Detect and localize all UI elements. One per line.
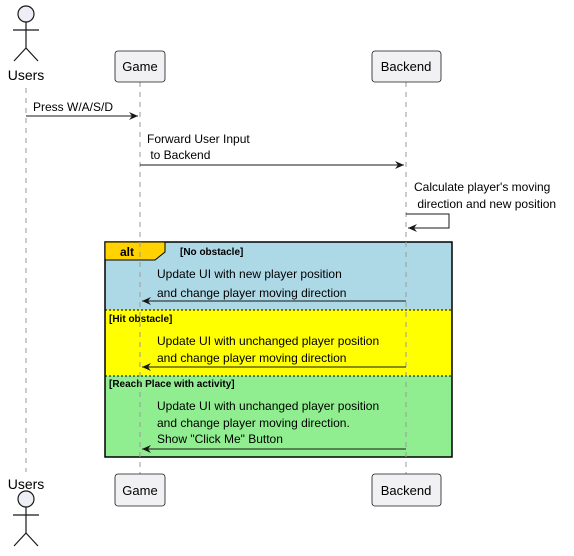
actor-users-top: Users [8,5,45,83]
message-calculate-line2: direction and new position [414,197,556,211]
alt-label-tab [104,241,166,261]
message-reach-place-line2: and change player moving direction. [157,416,350,430]
message-hit-obstacle-line1: Update UI with unchanged player position [157,334,379,348]
message-no-obstacle-line2: and change player moving direction [157,286,346,300]
alt-section-hit-obstacle [105,310,452,376]
message-forward-input: Forward User Input to Backend [140,132,404,169]
participant-game-label-bottom: Game [122,483,157,498]
alt-guard-no-obstacle: [No obstacle] [180,247,243,258]
alt-section-reach-place [105,376,452,457]
message-hit-obstacle-line2: and change player moving direction [157,351,346,365]
actor-users-label-top: Users [8,67,45,83]
alt-guard-reach-place: [Reach Place with activity] [109,379,235,390]
participant-backend-label-bottom: Backend [381,483,432,498]
alt-guard-hit-obstacle: [Hit obstacle] [109,314,172,325]
message-no-obstacle: Update UI with new player position and c… [142,267,406,305]
message-press-keys-label: Press W/A/S/D [33,100,113,114]
message-forward-input-line1: Forward User Input [147,132,250,146]
actor-users-bottom: Users [8,476,45,547]
message-hit-obstacle: Update UI with unchanged player position… [142,334,406,371]
lifelines [25,82,407,474]
message-reach-place: Update UI with unchanged player position… [142,399,406,453]
participant-game-top: Game [114,50,166,83]
message-forward-input-line2: to Backend [147,148,210,162]
alt-keyword: alt [120,245,134,259]
alt-fragment: alt [No obstacle] [Hit obstacle] [Reach … [104,241,453,458]
alt-frame-border [104,241,453,458]
actor-users-label-bottom: Users [8,476,45,492]
message-no-obstacle-line1: Update UI with new player position [157,267,342,281]
participant-backend-top: Backend [371,50,442,83]
message-press-keys: Press W/A/S/D [26,100,138,120]
message-reach-place-line1: Update UI with unchanged player position [157,399,379,413]
message-calculate: Calculate player's moving direction and … [406,180,556,232]
message-reach-place-line3: Show "Click Me" Button [157,432,283,446]
participant-backend-bottom: Backend [371,473,442,507]
message-calculate-line1: Calculate player's moving [414,180,550,194]
participant-backend-label-top: Backend [381,59,432,74]
participant-game-label-top: Game [122,59,157,74]
participant-game-bottom: Game [114,473,166,507]
